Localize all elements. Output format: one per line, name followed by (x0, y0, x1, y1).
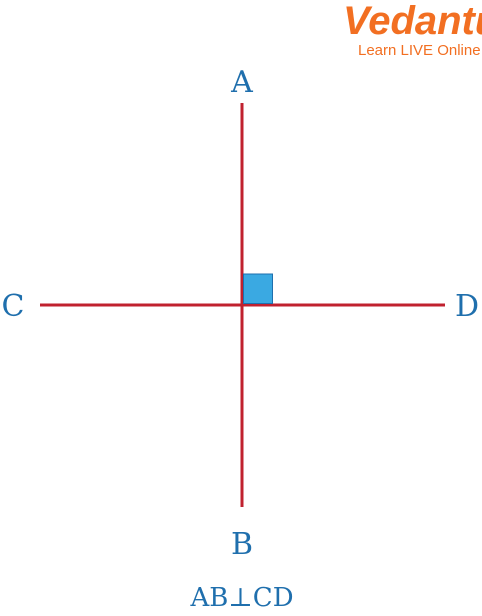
logo-brand: Vedantu (343, 0, 482, 43)
vedantu-logo: Vedantu Learn LIVE Online (343, 0, 482, 59)
perpendicular-symbol: ⊥ (228, 583, 252, 613)
caption-left: AB (189, 583, 228, 613)
label-point-c: C (2, 289, 25, 324)
label-point-b: B (231, 527, 253, 562)
label-point-d: D (455, 289, 479, 324)
right-angle-marker (243, 273, 273, 304)
perpendicular-caption: AB⊥CD (189, 583, 293, 613)
caption-right: CD (253, 583, 294, 613)
logo-tagline: Learn LIVE Online (358, 42, 481, 59)
label-point-a: A (230, 65, 253, 100)
